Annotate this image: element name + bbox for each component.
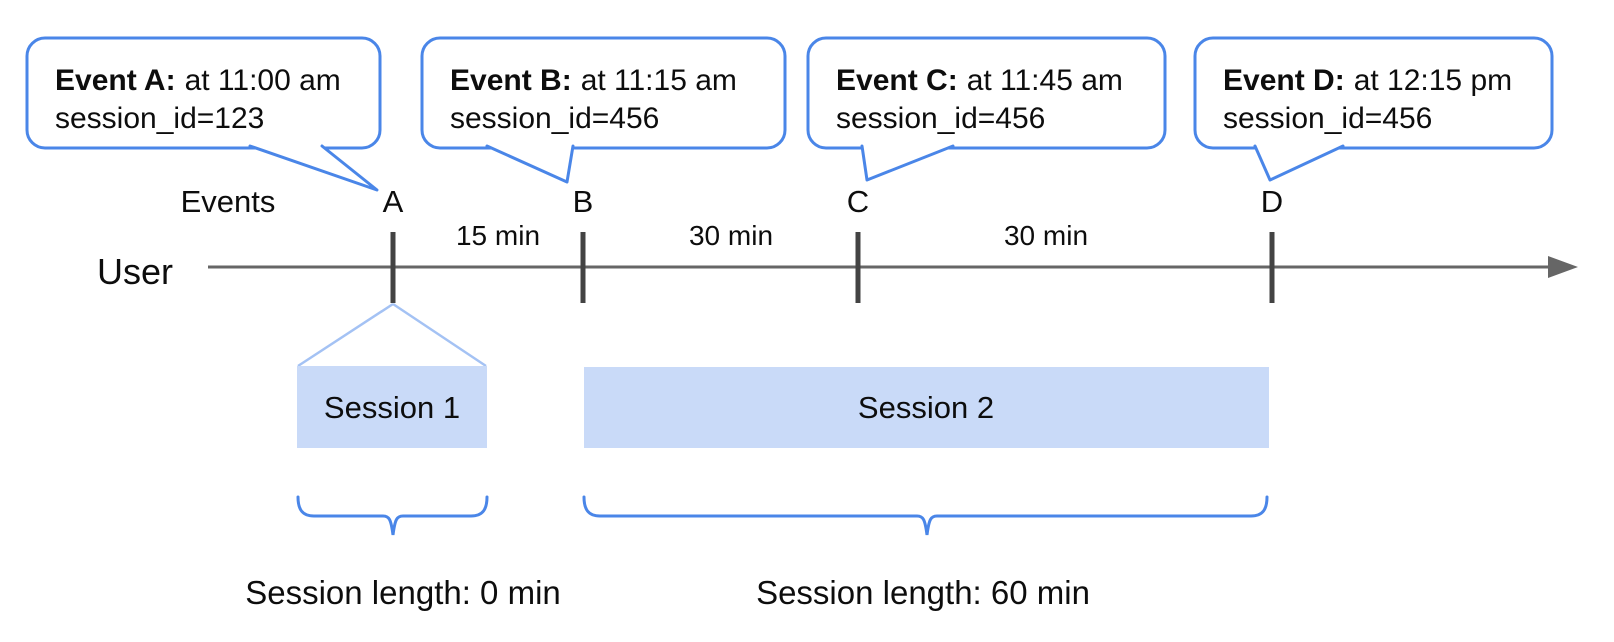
bubble-d-time: at 12:15 pm: [1354, 64, 1512, 97]
bubble-d-line1: Event D: at 12:15 pm: [1223, 64, 1512, 97]
bubble-c-tail: [860, 144, 955, 182]
speech-bubble-b: Event B: at 11:15 am session_id=456: [420, 36, 787, 184]
user-label: User: [97, 251, 173, 292]
bubble-b-line1: Event B: at 11:15 am: [450, 64, 737, 97]
bubble-a-title: Event A:: [55, 64, 176, 97]
funnel-line-left: [297, 302, 394, 368]
bubble-a-time: at 11:00 am: [185, 64, 341, 97]
event-letter-c: C: [847, 184, 869, 219]
session-1-label: Session 1: [324, 390, 460, 425]
session-1-brace: [296, 495, 489, 536]
bubble-d-box: [1193, 36, 1554, 150]
session-2-length-label: Session length: 60 min: [756, 574, 1090, 611]
session-2-label: Session 2: [858, 390, 994, 425]
event-letter-d: D: [1261, 184, 1283, 219]
bubble-b-session-id: session_id=456: [450, 102, 659, 135]
bubble-a-box: [25, 36, 382, 150]
speech-bubble-d: Event D: at 12:15 pm session_id=456: [1193, 36, 1554, 182]
bubble-b-tail: [485, 144, 575, 184]
bubble-c-line1: Event C: at 11:45 am: [836, 64, 1123, 97]
events-axis-label: Events: [181, 184, 276, 219]
bubble-c-box: [806, 36, 1167, 150]
bubble-a-session-id: session_id=123: [55, 102, 264, 135]
bubble-b-box: [420, 36, 787, 150]
speech-bubble-a: Event A: at 11:00 am session_id=123: [25, 36, 382, 192]
bubble-b-title: Event B:: [450, 64, 572, 97]
bubble-c-session-id: session_id=456: [836, 102, 1045, 135]
bubble-b-time: at 11:15 am: [581, 64, 737, 97]
bubble-c-title: Event C:: [836, 64, 958, 97]
speech-bubble-c: Event C: at 11:45 am session_id=456: [806, 36, 1167, 182]
bubble-d-tail: [1253, 144, 1345, 182]
bubble-a-line1: Event A: at 11:00 am: [55, 64, 341, 97]
session-1-box: [297, 366, 487, 448]
event-letter-a: A: [383, 184, 404, 219]
event-letter-b: B: [573, 184, 594, 219]
bubble-c-time: at 11:45 am: [967, 64, 1123, 97]
session-1-length-label: Session length: 0 min: [245, 574, 561, 611]
session-2-brace: [582, 495, 1269, 536]
interval-label-ab: 15 min: [456, 220, 540, 251]
session-2-box: [584, 367, 1269, 448]
timeline-arrowhead-icon: [1548, 256, 1578, 278]
funnel-line-right: [392, 302, 487, 368]
bubble-d-session-id: session_id=456: [1223, 102, 1432, 135]
bubble-a-tail: [248, 144, 379, 192]
interval-label-cd: 30 min: [1004, 220, 1088, 251]
bubble-d-title: Event D:: [1223, 64, 1345, 97]
interval-label-bc: 30 min: [689, 220, 773, 251]
